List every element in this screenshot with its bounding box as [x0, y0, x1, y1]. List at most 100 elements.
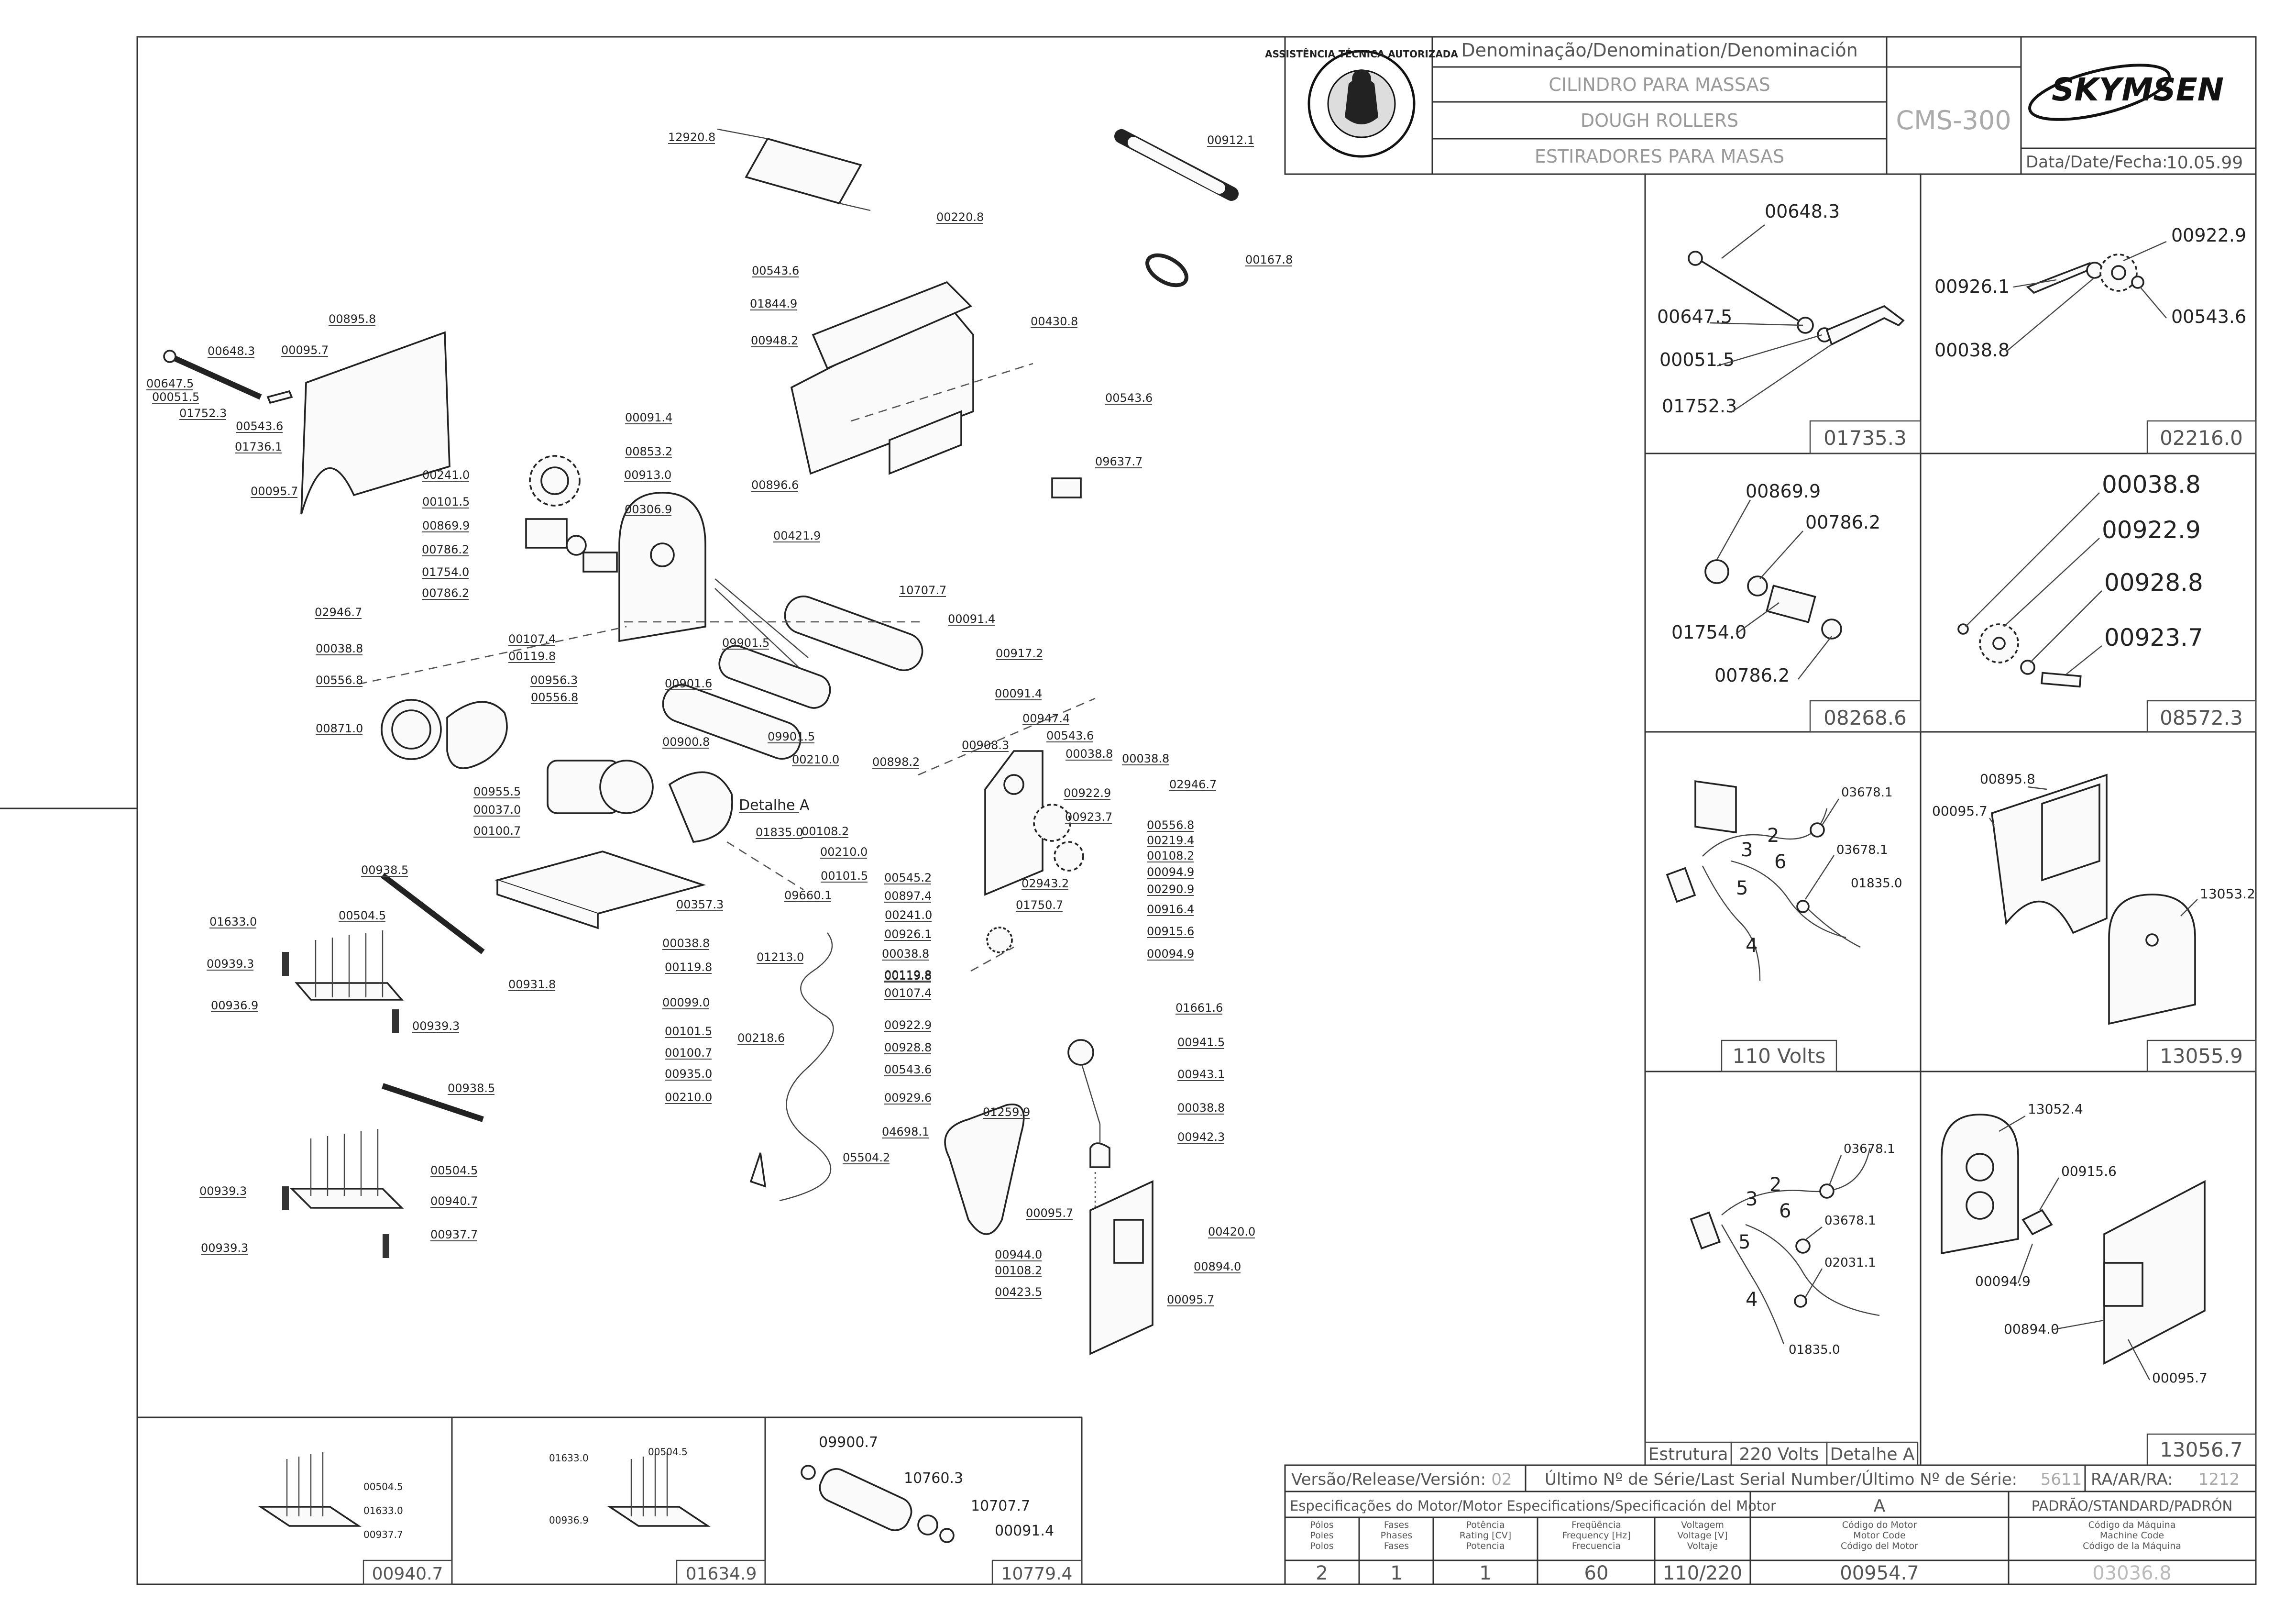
part-number-callout: 00941.5	[1177, 1036, 1225, 1049]
detail-label: 00869.9	[1746, 481, 1821, 502]
detail-08572-drawing: 00038.8 00922.9 00928.8 00923.7	[1957, 471, 2203, 688]
panel-code-13056: 13056.7	[2160, 1438, 2243, 1461]
motor-spec-label: Código del Motor	[1841, 1541, 1918, 1551]
detail-label: 00095.7	[1932, 803, 1988, 819]
detail-label: 00543.6	[2171, 306, 2246, 327]
name-es: ESTIRADORES PARA MASAS	[1535, 146, 1784, 167]
part-number-callout: 00908.3	[962, 739, 1009, 752]
part-number-callout: 02946.7	[1169, 778, 1217, 791]
detail-label: 00504.5	[648, 1446, 688, 1458]
wire-number: 2	[1769, 1174, 1781, 1196]
motor-spec-label: Pólos	[1310, 1520, 1333, 1530]
part-number-callout: 00357.3	[676, 898, 724, 911]
part-number-callout: 02946.7	[315, 606, 362, 619]
part-number-callout: 00897.4	[884, 889, 932, 903]
part-number-callout: 00917.2	[996, 647, 1043, 660]
detail-label: 00926.1	[1934, 276, 2010, 297]
part-number-callout: 00786.2	[422, 586, 469, 600]
part-number-callout: 00210.0	[665, 1091, 712, 1104]
part-number-callout: 00922.9	[1064, 786, 1111, 800]
detail-label: 00647.5	[1657, 306, 1732, 327]
part-number-callout: 00543.6	[1046, 729, 1094, 742]
detail-label: 00923.7	[2104, 624, 2203, 652]
detail-label: 00095.7	[2152, 1370, 2208, 1386]
brand-logo-text: SKYMSEN	[2052, 71, 2224, 108]
motor-specs-header: Especificações do Motor/Motor Especifica…	[1290, 1498, 1776, 1514]
callout-labels: 12920.800220.800912.100167.800543.601844…	[146, 131, 1293, 1306]
part-number-callout: 00922.9	[884, 1018, 932, 1032]
part-number-callout: 00947.4	[1022, 712, 1070, 725]
part-number-callout: 04698.1	[882, 1125, 929, 1138]
part-number-callout: 00095.7	[281, 343, 329, 357]
part-number-callout: 00038.8	[1066, 747, 1113, 761]
part-number-callout: 00895.8	[329, 312, 376, 326]
motor-spec-label: Machine Code	[2100, 1530, 2164, 1541]
part-number-callout: 00913.0	[624, 468, 671, 482]
part-number-callout: 01633.0	[209, 915, 257, 928]
detail-label: 09900.7	[819, 1434, 878, 1451]
part-number-callout: 00545.2	[884, 871, 932, 884]
part-number-callout: 00896.6	[751, 478, 799, 492]
part-number-callout: 00647.5	[146, 377, 194, 390]
motor-spec-label: Voltagem	[1681, 1520, 1724, 1530]
part-number-callout: 00929.6	[884, 1091, 932, 1105]
wire-number: 6	[1774, 851, 1786, 873]
motor-spec-label: Voltage [V]	[1677, 1530, 1727, 1541]
estrutura-label: Estrutura	[1648, 1445, 1728, 1464]
part-number-callout: 00038.8	[882, 947, 929, 961]
panel-code-08572: 08572.3	[2160, 706, 2243, 729]
part-number-callout: 00101.5	[422, 495, 470, 508]
part-number-callout: 01736.1	[235, 440, 282, 453]
model-code: CMS-300	[1896, 105, 2011, 135]
date-value: 10.05.99	[2166, 153, 2243, 173]
part-number-callout: 00101.5	[821, 869, 868, 883]
part-number-callout: 00094.9	[1147, 947, 1194, 961]
part-number-callout: 00543.6	[884, 1063, 932, 1076]
part-number-callout: 00421.9	[773, 529, 821, 542]
detail-label: 01835.0	[1851, 876, 1902, 891]
part-number-callout: 00939.3	[207, 957, 254, 971]
detail-label: 13052.4	[2028, 1101, 2083, 1117]
detail-label: 00895.8	[1980, 771, 2035, 787]
part-number-callout: 00937.7	[430, 1228, 478, 1241]
part-number-callout: 00099.0	[662, 996, 710, 1009]
ra-value: 1212	[2198, 1470, 2240, 1489]
skymsen-logo: SKYMSEN	[2028, 64, 2224, 121]
part-number-callout: 01752.3	[179, 407, 227, 420]
detail-label: 03678.1	[1844, 1142, 1895, 1156]
part-number-callout: 00938.5	[361, 863, 408, 877]
part-number-callout: 00956.3	[530, 674, 578, 687]
panel-code-00940: 00940.7	[372, 1564, 443, 1584]
detail-02216-drawing: 00922.9 00926.1 00543.6 00038.8	[1934, 225, 2246, 361]
part-number-callout: 00107.4	[508, 632, 556, 646]
part-number-callout: 00648.3	[208, 344, 255, 358]
part-number-callout: 00108.2	[802, 825, 849, 838]
detail-110v-wiring: 03678.1 03678.1 01835.0 2 3 6 5 4	[1666, 785, 1902, 981]
detail-label: 00936.9	[549, 1514, 589, 1526]
part-number-callout: 00119.8	[665, 961, 712, 974]
detail-label: 00091.4	[995, 1523, 1054, 1539]
motor-spec-label: Phases	[1381, 1530, 1413, 1541]
part-number-callout: 00504.5	[430, 1164, 478, 1177]
part-number-callout: 00543.6	[236, 420, 283, 433]
wire-number: 2	[1767, 825, 1779, 847]
part-number-callout: 00871.0	[316, 722, 363, 735]
panel-110-volts: 110 Volts	[1733, 1044, 1826, 1068]
part-number-callout: 00916.4	[1147, 903, 1194, 916]
serial-label: Último Nº de Série/Last Serial Number/Úl…	[1545, 1469, 2017, 1489]
detail-08268-drawing: 00869.9 00786.2 01754.0 00786.2	[1671, 481, 1880, 834]
wire-number: 5	[1736, 877, 1748, 899]
part-number-callout: 00119.8	[884, 968, 932, 982]
detail-label: 01754.0	[1671, 622, 1747, 643]
part-number-callout: 00853.2	[625, 445, 672, 458]
motor-spec-label: Freqüência	[1571, 1520, 1621, 1530]
motor-spec-label: Poles	[1310, 1530, 1333, 1541]
part-number-callout: 12920.8	[668, 131, 715, 144]
motor-spec-label: Rating [CV]	[1460, 1530, 1511, 1541]
name-en: DOUGH ROLLERS	[1581, 110, 1738, 131]
date-label: Data/Date/Fecha:	[2026, 153, 2168, 172]
part-number-callout: 00119.8	[884, 969, 932, 983]
part-number-callout: 00939.3	[199, 1184, 247, 1198]
part-number-callout: 00430.8	[1031, 315, 1078, 328]
